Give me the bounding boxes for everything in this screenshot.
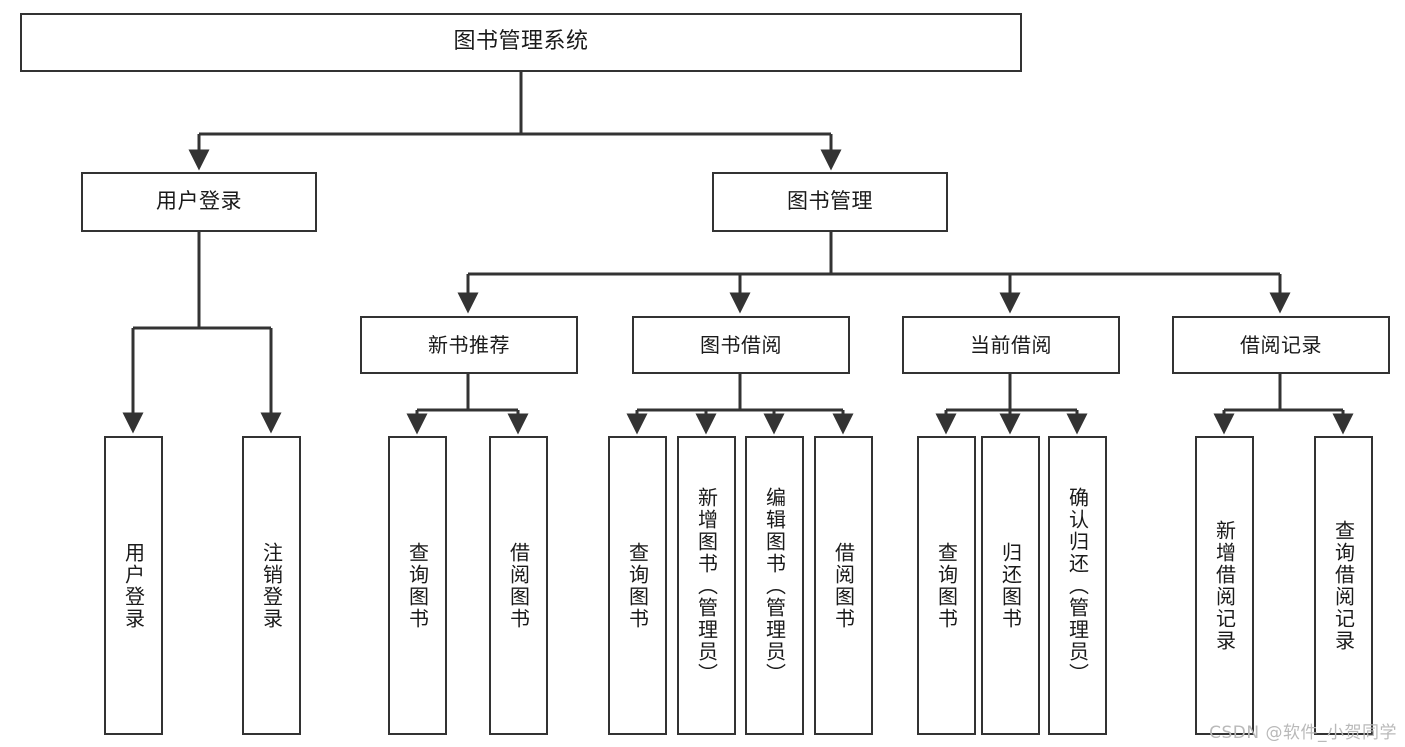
node-book-borrowing[interactable]: 图书借阅 bbox=[632, 316, 850, 374]
leaf-query-borrow-record[interactable]: 查询借阅记录 bbox=[1314, 436, 1373, 735]
node-label: 查询图书 bbox=[934, 541, 959, 630]
leaf-add-borrow-record[interactable]: 新增借阅记录 bbox=[1195, 436, 1254, 735]
node-label: 编辑图书（管理员） bbox=[762, 486, 787, 685]
node-user-login[interactable]: 用户登录 bbox=[81, 172, 317, 232]
node-label: 确认归还（管理员） bbox=[1065, 486, 1090, 685]
leaf-user-login[interactable]: 用户登录 bbox=[104, 436, 163, 735]
node-label: 借阅图书 bbox=[506, 541, 531, 630]
node-new-book-recommendation[interactable]: 新书推荐 bbox=[360, 316, 578, 374]
node-label: 新增图书（管理员） bbox=[694, 486, 719, 685]
leaf-query-book-new[interactable]: 查询图书 bbox=[388, 436, 447, 735]
node-label: 借阅图书 bbox=[831, 541, 856, 630]
node-label: 当前借阅 bbox=[970, 332, 1052, 357]
node-current-borrowing[interactable]: 当前借阅 bbox=[902, 316, 1120, 374]
node-label: 归还图书 bbox=[998, 541, 1023, 630]
node-label: 图书管理 bbox=[787, 189, 873, 214]
node-label: 查询借阅记录 bbox=[1331, 519, 1356, 652]
leaf-query-book-current[interactable]: 查询图书 bbox=[917, 436, 976, 735]
node-label: 图书借阅 bbox=[700, 332, 782, 357]
node-label: 用户登录 bbox=[121, 541, 146, 630]
leaf-borrow-book-new[interactable]: 借阅图书 bbox=[489, 436, 548, 735]
node-label: 新增借阅记录 bbox=[1212, 519, 1237, 652]
node-book-management[interactable]: 图书管理 bbox=[712, 172, 948, 232]
leaf-return-book[interactable]: 归还图书 bbox=[981, 436, 1040, 735]
node-label: 注销登录 bbox=[259, 541, 284, 630]
node-root-book-management-system[interactable]: 图书管理系统 bbox=[20, 13, 1022, 72]
leaf-logout[interactable]: 注销登录 bbox=[242, 436, 301, 735]
node-label: 新书推荐 bbox=[428, 332, 510, 357]
leaf-query-book-borrow[interactable]: 查询图书 bbox=[608, 436, 667, 735]
node-label: 查询图书 bbox=[405, 541, 430, 630]
node-label: 用户登录 bbox=[156, 189, 242, 214]
leaf-edit-book-admin[interactable]: 编辑图书（管理员） bbox=[745, 436, 804, 735]
leaf-borrow-book[interactable]: 借阅图书 bbox=[814, 436, 873, 735]
leaf-add-book-admin[interactable]: 新增图书（管理员） bbox=[677, 436, 736, 735]
leaf-confirm-return-admin[interactable]: 确认归还（管理员） bbox=[1048, 436, 1107, 735]
node-label: 图书管理系统 bbox=[453, 29, 589, 55]
node-label: 借阅记录 bbox=[1240, 332, 1322, 357]
csdn-watermark: CSDN @软件_小贺同学 bbox=[1209, 723, 1397, 743]
node-label: 查询图书 bbox=[625, 541, 650, 630]
node-borrow-records[interactable]: 借阅记录 bbox=[1172, 316, 1390, 374]
